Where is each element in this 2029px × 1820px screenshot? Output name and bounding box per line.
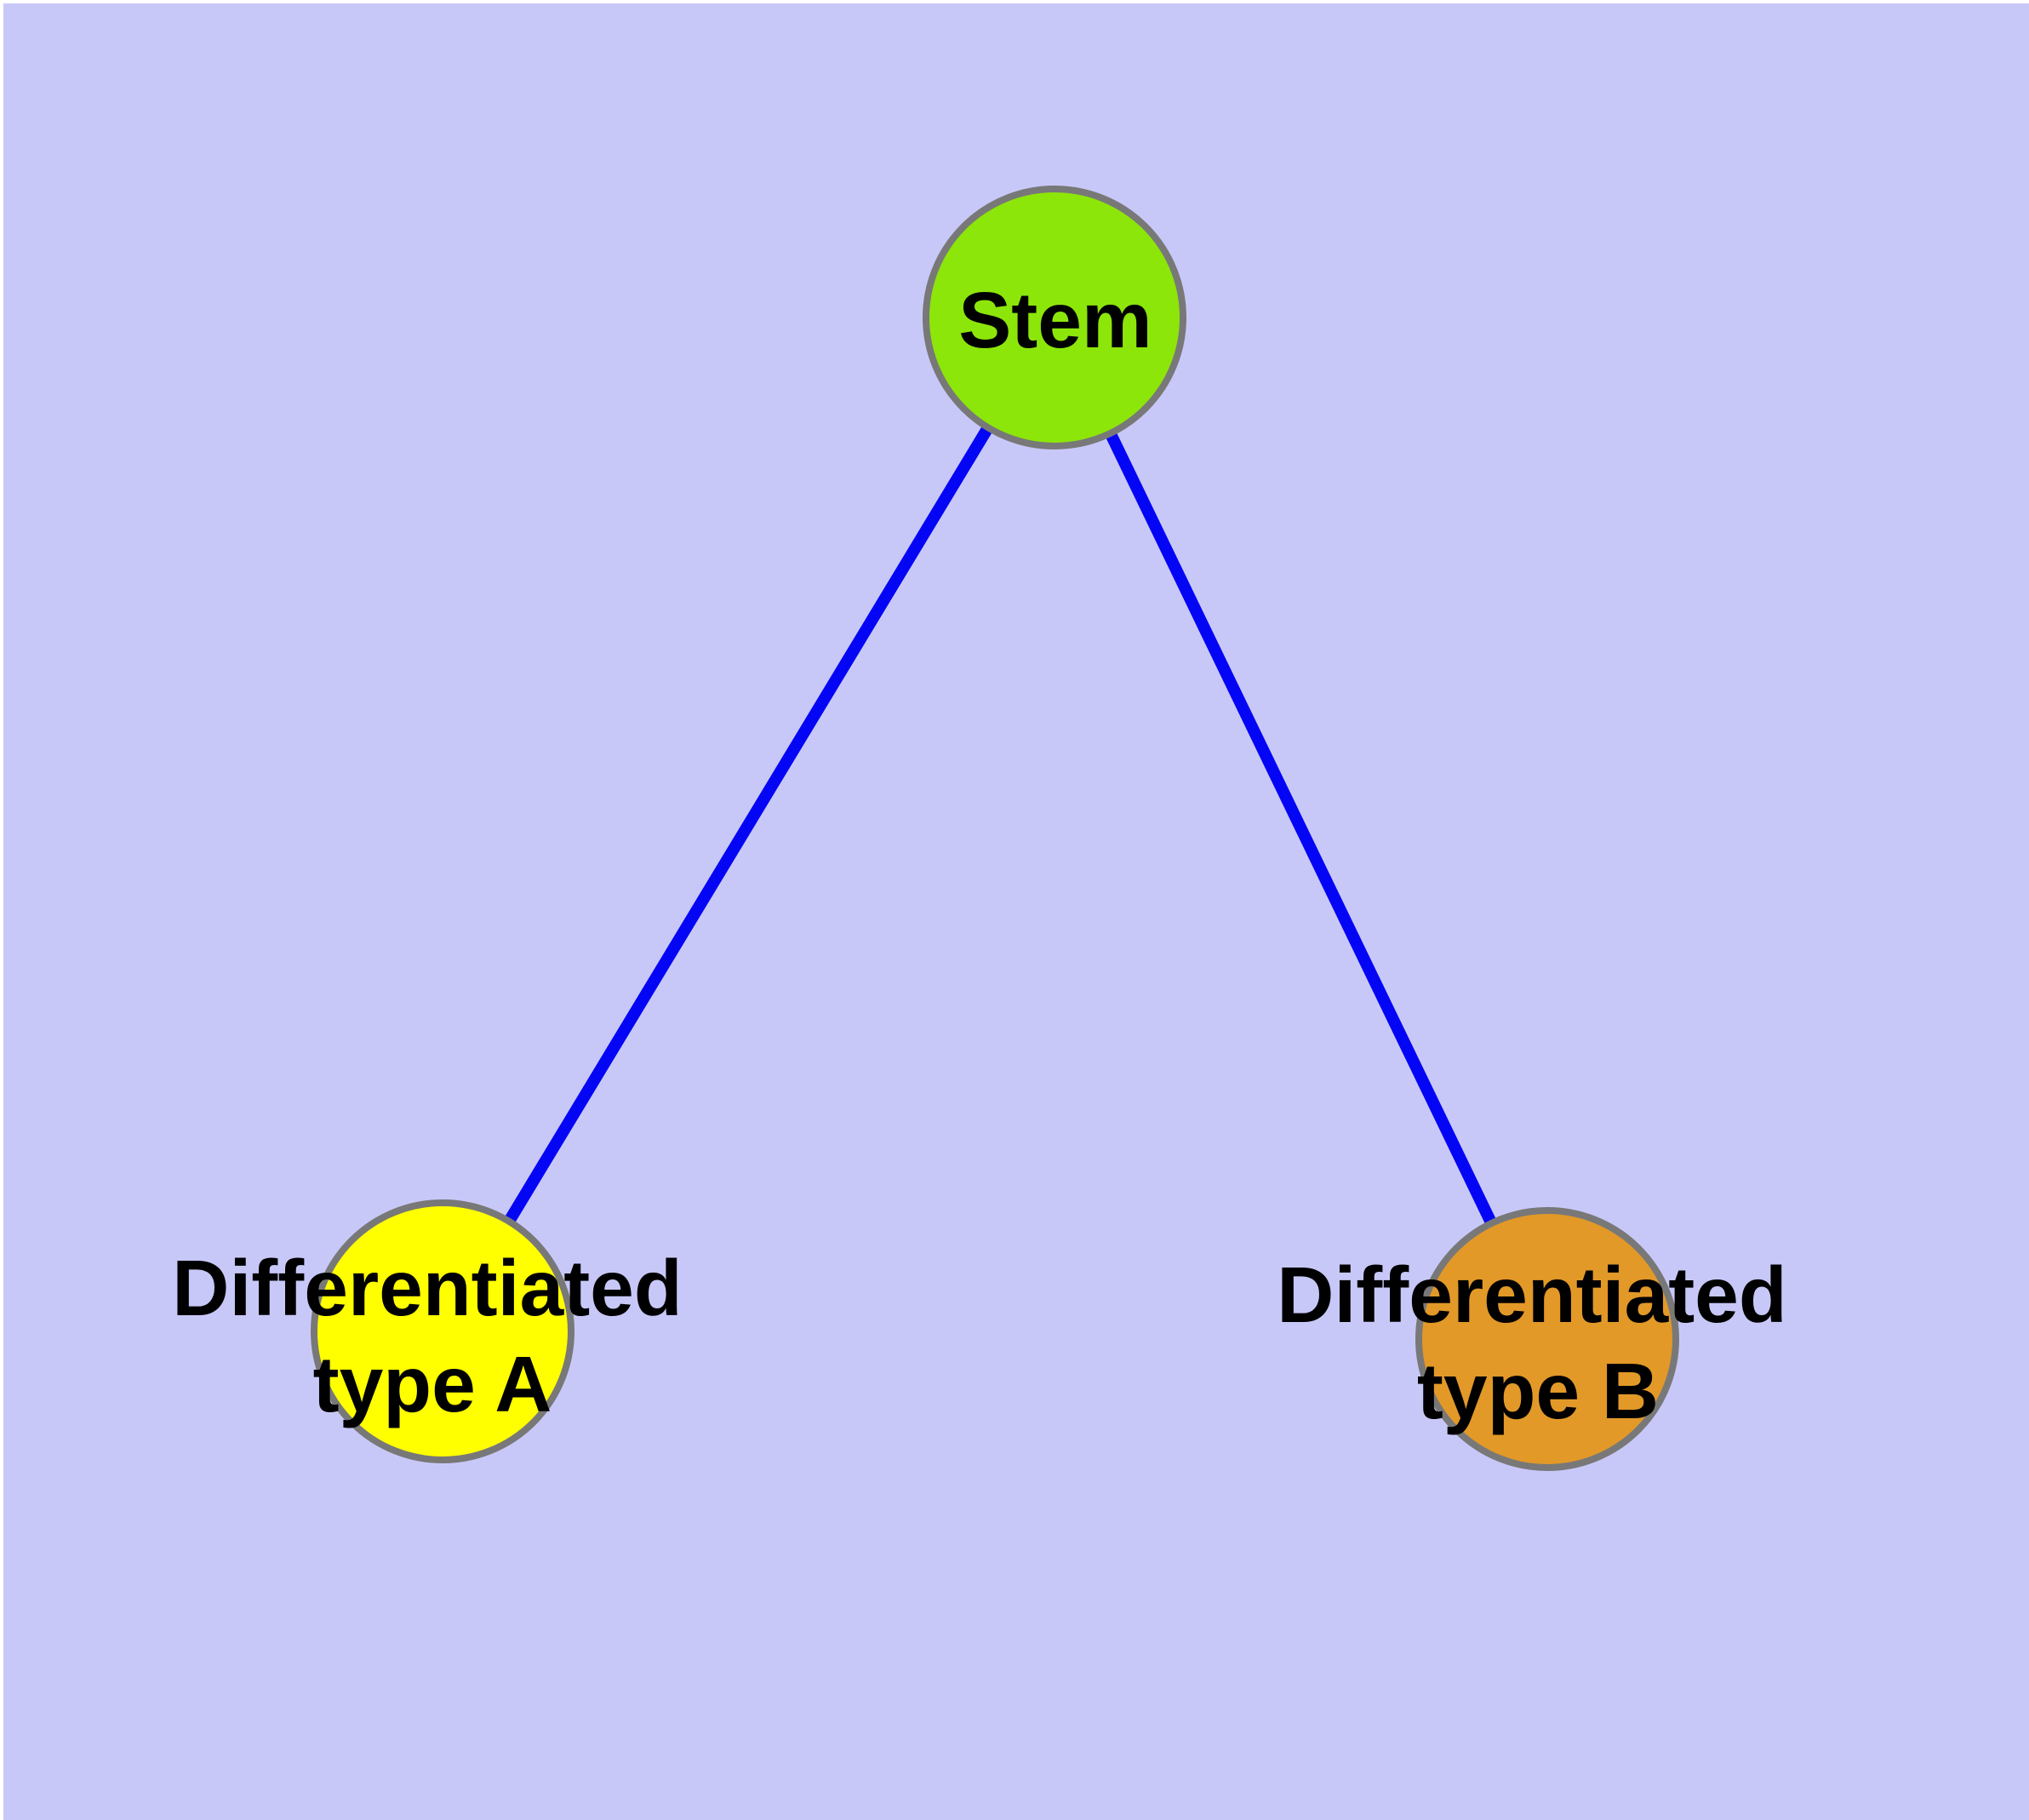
differentiated-type-b-label-line1: Differentiated	[1277, 1251, 1786, 1339]
differentiated-type-b-label-line2: type B	[1417, 1347, 1659, 1435]
edge-stem-to-type-a	[437, 314, 1060, 1335]
differentiated-type-a-node	[311, 1199, 574, 1463]
stem-node	[923, 186, 1186, 449]
differentiated-type-a-label-line1: Differentiated	[172, 1244, 682, 1332]
differentiated-type-a-label-line2: type A	[313, 1340, 552, 1428]
edge-stem-to-type-b	[1049, 314, 1553, 1342]
stem-node-label: Stem	[958, 276, 1152, 364]
differentiated-type-b-node	[1415, 1207, 1679, 1471]
